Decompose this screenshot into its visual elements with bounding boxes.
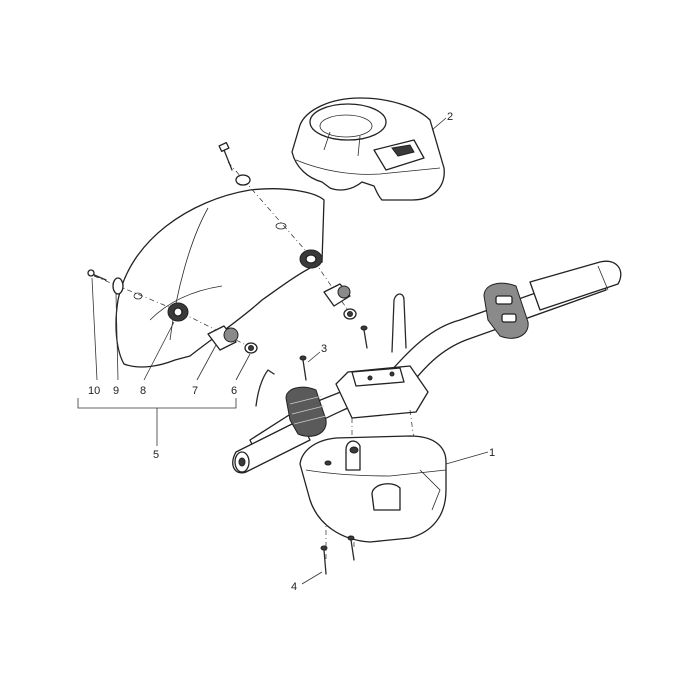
screw-4-part [320, 535, 355, 575]
callout-8: 8 [140, 385, 146, 397]
nut-lower-part [244, 342, 258, 354]
leader-lines [77, 117, 489, 585]
grommet-upper-part [299, 249, 323, 269]
handlebar-part [232, 260, 622, 474]
grommet-lower-part [167, 302, 189, 322]
lower-cover-part [299, 435, 447, 543]
callout-9: 9 [113, 385, 119, 397]
windshield-part [115, 188, 325, 368]
callout-4: 4 [291, 581, 297, 593]
screw-10-part [87, 269, 107, 281]
callout-2: 2 [447, 111, 453, 123]
callout-5: 5 [153, 449, 159, 461]
washer-9-part [112, 277, 124, 295]
callout-3: 3 [321, 343, 327, 355]
spacer-lower-part [207, 325, 239, 351]
callout-7: 7 [192, 385, 198, 397]
spacer-upper-part [323, 283, 351, 307]
callout-10: 10 [88, 385, 100, 397]
upper-cover-part [291, 97, 445, 201]
top-screw-part [218, 141, 251, 186]
callout-6: 6 [231, 385, 237, 397]
callout-1: 1 [489, 447, 495, 459]
screw-3-part [299, 325, 368, 381]
nut-upper-part [343, 308, 357, 320]
